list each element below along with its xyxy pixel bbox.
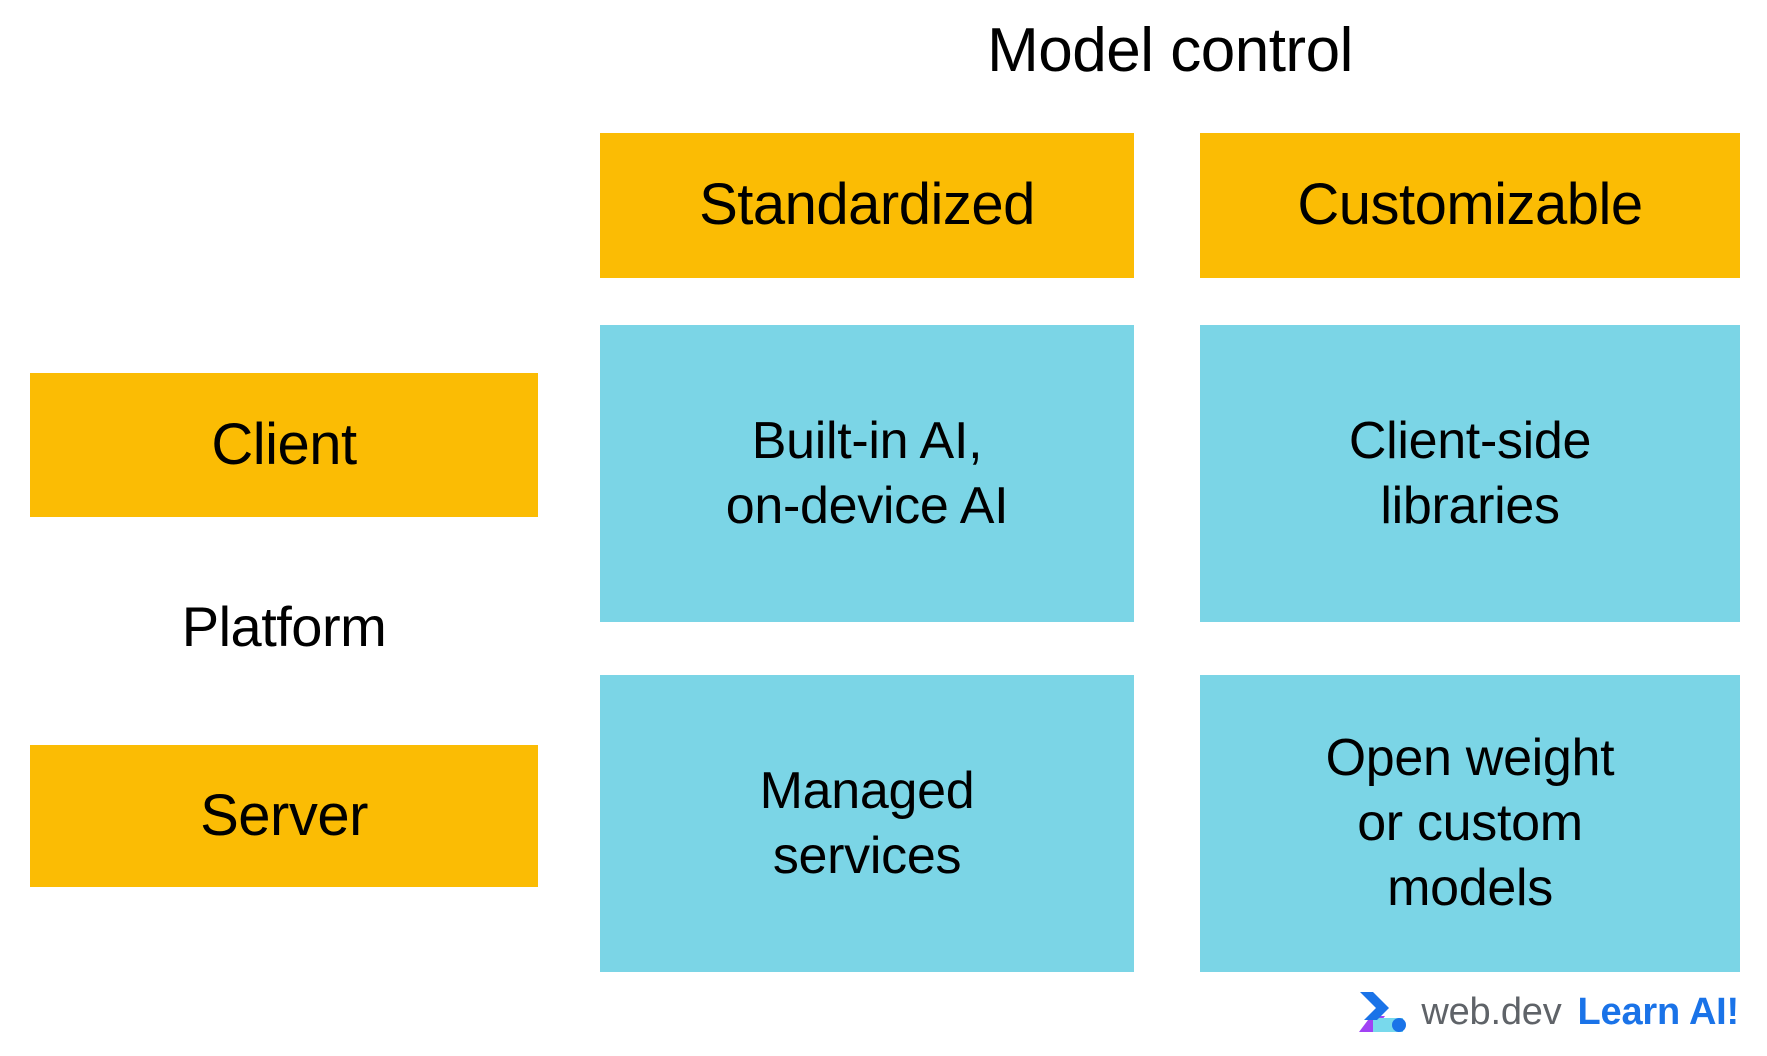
webdev-chevron-logo-icon bbox=[1359, 992, 1407, 1032]
column-header-customizable: Customizable bbox=[1200, 133, 1740, 278]
column-header-standardized: Standardized bbox=[600, 133, 1134, 278]
webdev-wordmark: web.dev bbox=[1421, 991, 1562, 1033]
row-axis-label-platform: Platform bbox=[181, 594, 387, 658]
footer-branding: web.dev Learn AI! bbox=[1355, 986, 1739, 1038]
learn-ai-tagline: Learn AI! bbox=[1577, 991, 1740, 1033]
cell-client-standardized: Built-in AI,on-device AI bbox=[600, 325, 1134, 622]
page-title: Model control bbox=[987, 15, 1353, 85]
row-header-server: Server bbox=[30, 745, 538, 887]
row-header-client: Client bbox=[30, 373, 538, 517]
